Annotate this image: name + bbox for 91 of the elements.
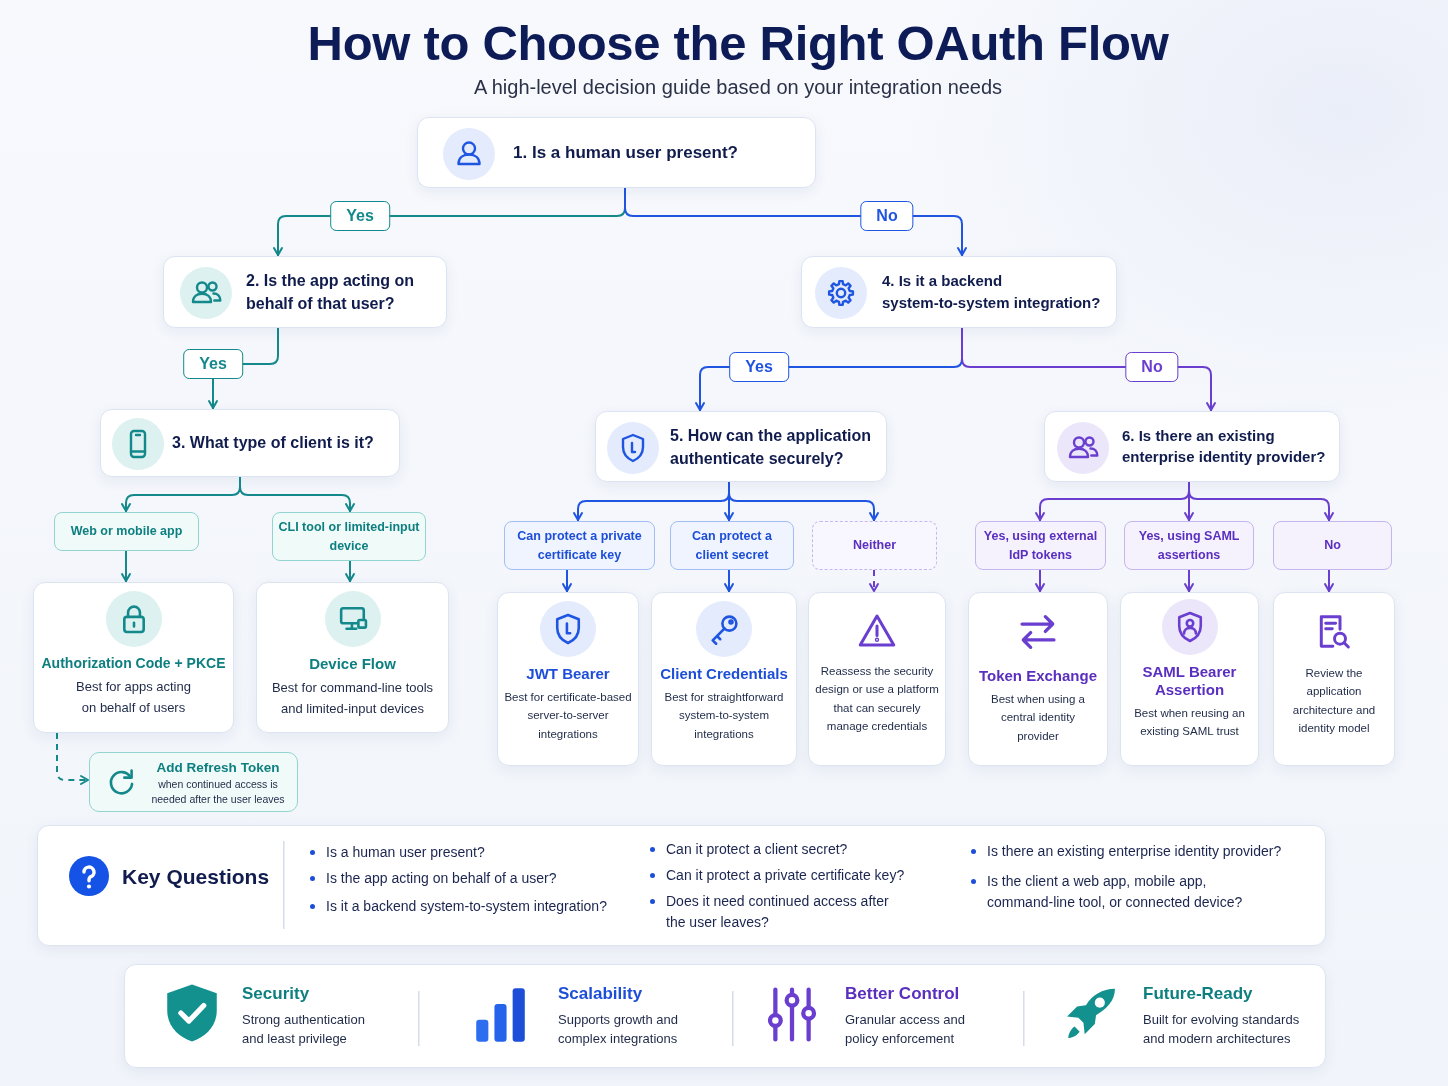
- arrow: [724, 569, 734, 593]
- arrow: [562, 569, 572, 593]
- result-card: [651, 592, 797, 766]
- result-card: [968, 592, 1108, 766]
- decision-box: [595, 411, 887, 482]
- option-text: Web or mobile app: [70, 523, 183, 541]
- option-text: No: [1324, 537, 1341, 555]
- feature-description: Built for evolving standards and modern architectures: [1143, 1011, 1301, 1048]
- option-box: [504, 521, 655, 570]
- option-box: [54, 512, 199, 551]
- panel-title: Key Questions: [122, 864, 270, 890]
- edge-label: Yes: [729, 352, 789, 382]
- bullet-item: Is a human user present?: [310, 841, 485, 863]
- feature-title: Scalability: [558, 984, 643, 1004]
- option-text: Neither: [852, 537, 897, 555]
- flow-title: Authorization Code + PKCE: [41, 655, 226, 672]
- edge-label: Yes: [183, 349, 243, 379]
- option-text: Yes, using SAML assertions: [1137, 528, 1241, 564]
- option-text: Can protect a client secret: [691, 528, 773, 564]
- bullet-item: Is there an existing enterprise identity provider?: [971, 840, 1282, 862]
- flow-title: Token Exchange: [978, 667, 1098, 685]
- bullet-item: Is it a backend system-to-system integration?: [310, 895, 607, 917]
- bullet-item: Does it need continued access after the user leaves?: [650, 890, 895, 933]
- feature-title: Future-Ready: [1143, 984, 1253, 1004]
- note-title: Add Refresh Token: [156, 759, 280, 777]
- question-text: 1. Is a human user present?: [513, 141, 739, 164]
- feature-description: Strong authentication and least privilege: [242, 1011, 366, 1048]
- bullet-item: Can it protect a private certificate key?: [650, 864, 905, 886]
- arrow: [1188, 481, 1334, 522]
- question-text: 4. Is it a backend system-to-system integration?: [882, 271, 1102, 313]
- flow-description: Best for command-line tools and limited-input devices: [270, 679, 435, 718]
- option-box: [670, 521, 794, 570]
- result-card: [33, 582, 234, 733]
- flow-title: JWT Bearer: [526, 665, 610, 683]
- option-box: [272, 512, 426, 561]
- feature-description: Supports growth and complex integrations: [558, 1011, 680, 1048]
- bullet-item: Is the app acting on behalf of a user?: [310, 867, 557, 889]
- note-box: [89, 752, 298, 812]
- option-box: [812, 521, 937, 570]
- result-card: [1273, 592, 1395, 766]
- flow-description: Best for straightforward system-to-system integrations: [663, 690, 785, 742]
- dashed-arrow: [869, 569, 879, 593]
- bullet-item: Can it protect a client secret?: [650, 838, 848, 860]
- edge-label: Yes: [330, 201, 390, 231]
- arrow: [1035, 569, 1045, 593]
- flow-description: Best when using a central identity provider: [990, 692, 1086, 744]
- bullet-item: Is the client a web app, mobile app, command-line tool, or connected device?: [971, 870, 1261, 913]
- edge-label: No: [1125, 352, 1179, 382]
- page-title: How to Choose the Right OAuth Flow: [307, 15, 1169, 72]
- question-text: 5. How can the application authenticate securely?: [670, 425, 872, 469]
- flow-description: Best for certificate-based server-to-server integrations: [503, 690, 633, 742]
- decision-box: [1044, 411, 1340, 482]
- note-description: when continued access is needed after the user leaves: [150, 776, 286, 807]
- result-card: [808, 592, 946, 766]
- option-box: [975, 521, 1106, 570]
- question-text: 2. Is the app acting on behalf of that user?: [246, 270, 416, 314]
- edge-label: No: [860, 201, 914, 231]
- feature-title: Better Control: [845, 984, 960, 1004]
- arrow: [121, 550, 131, 583]
- flow-title: Client Credentials: [660, 665, 788, 683]
- result-card: [497, 592, 639, 766]
- arrow: [345, 560, 355, 583]
- flow-description: Best for apps acting on behalf of users: [75, 677, 192, 717]
- option-box: [1273, 521, 1392, 570]
- decision-box: [417, 117, 816, 188]
- arrow: [239, 476, 355, 513]
- feature-description: Granular access and policy enforcement: [845, 1011, 966, 1048]
- decision-box: [801, 256, 1117, 328]
- arrow: [728, 481, 879, 522]
- flow-title: SAML Bearer Assertion: [1141, 663, 1238, 699]
- decision-box: [163, 256, 447, 328]
- decision-box: [100, 409, 400, 477]
- option-text: CLI tool or limited-input device: [277, 519, 421, 555]
- dashed-arrow: [56, 732, 90, 785]
- option-text: Can protect a private certificate key: [516, 528, 643, 564]
- flow-description: Best when reusing an existing SAML trust: [1133, 706, 1246, 740]
- question-text: 6. Is there an existing enterprise identity provider?: [1122, 425, 1327, 468]
- option-box: [1124, 521, 1254, 570]
- feature-title: Security: [242, 984, 310, 1004]
- subtitle: A high-level decision guide based on your integration needs: [473, 75, 1003, 99]
- arrow: [1184, 569, 1194, 593]
- flow-title: Device Flow: [309, 655, 396, 673]
- key-questions-panel: [37, 825, 1326, 946]
- option-text: Yes, using external IdP tokens: [982, 528, 1099, 564]
- flow-description: Review the application architecture and identity model: [1291, 666, 1377, 737]
- benefits-panel: [124, 964, 1326, 1068]
- result-card: [1120, 592, 1259, 766]
- result-card: [256, 582, 449, 733]
- arrow: [1324, 569, 1334, 593]
- flow-description: Reassess the security design or use a platform that can securely manage credentials: [814, 664, 940, 735]
- question-text: 3. What type of client is it?: [172, 433, 375, 454]
